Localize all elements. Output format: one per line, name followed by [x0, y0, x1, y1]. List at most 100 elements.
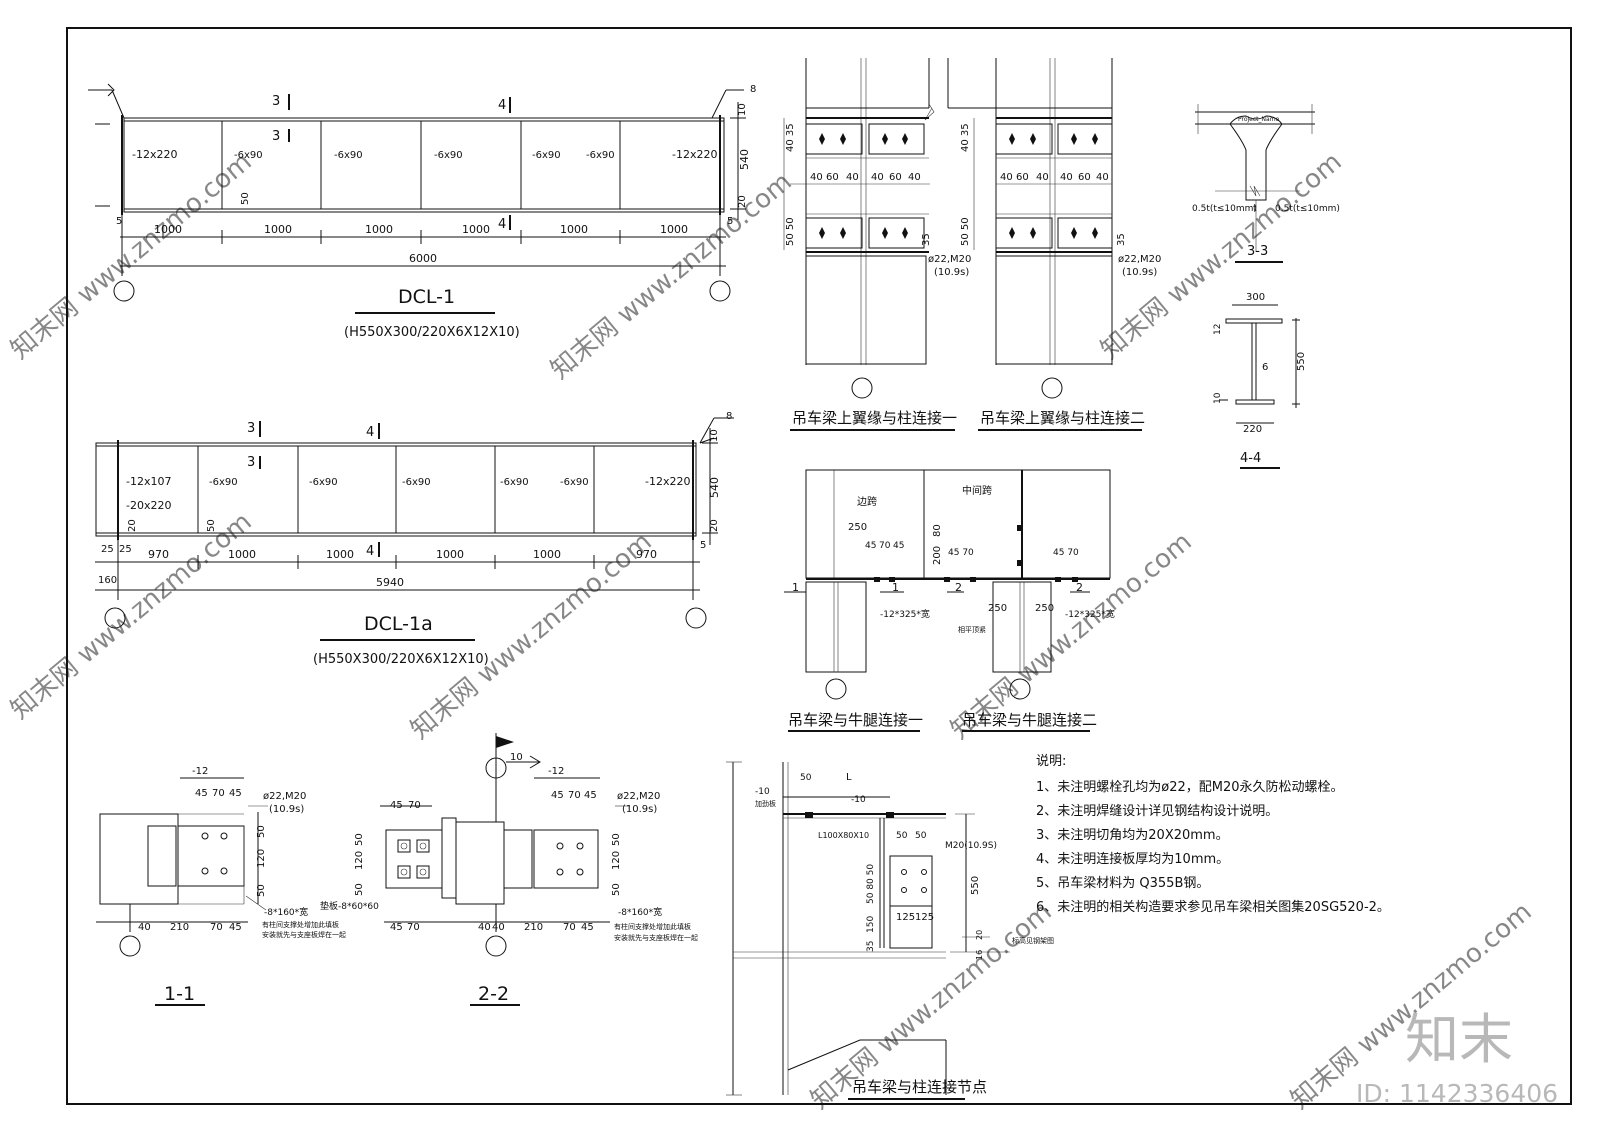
conn-top2-h3: 40 — [1036, 172, 1049, 183]
sec11-top-2: 70 — [212, 788, 225, 799]
dcl1a-height: 540 — [708, 477, 721, 498]
sec44-flange-top: 12 — [1213, 324, 1223, 335]
corbel-d45: 45 — [865, 541, 876, 551]
sec33-left: 0.5t(t≤10mm) — [1192, 204, 1257, 214]
sec22-grade: (10.9s) — [622, 804, 657, 815]
dcl1a-d25a: 25 — [101, 544, 114, 555]
dcl1-height: 540 — [738, 149, 751, 170]
sec11-bolt: ø22,M20 — [263, 791, 306, 802]
sec22-vr1: 50 — [611, 833, 622, 846]
conn-top2-v-top: 40 35 — [960, 123, 971, 152]
corbel-plate1: -12*325*宽 — [880, 608, 930, 620]
dcl1-sec4b: 4 — [498, 217, 506, 232]
dcl1-sec3b: 3 — [272, 129, 280, 144]
dcl1a-span-3: 1000 — [326, 548, 354, 561]
dcl1-subtitle: (H550X300/220X6X12X10) — [344, 325, 520, 340]
dcl1-span-1: 1000 — [154, 223, 182, 236]
dcl1a-d25b: 25 — [119, 544, 132, 555]
node-bolt: M20(10.9S) — [945, 841, 997, 851]
sec22-bolt: ø22,M20 — [617, 791, 660, 802]
node-d125b: 125 — [915, 912, 934, 923]
node-h550: 550 — [970, 876, 981, 895]
dcl1-stiffener-4: -6x90 — [532, 150, 561, 161]
conn-top1-d35: 35 — [921, 233, 932, 246]
sec22-vl1: 50 — [354, 833, 365, 846]
brand-id: ID: 1142336406 — [1356, 1079, 1558, 1108]
corbel-d70: 70 — [879, 541, 891, 551]
dcl1a-stiffener-5: -6x90 — [560, 477, 589, 488]
corbel-s1b: 1 — [892, 581, 899, 594]
sec22-title: 2-2 — [478, 983, 509, 1005]
conn-top1-h6: 40 — [908, 172, 921, 183]
sec22-b4: 40 — [492, 922, 505, 933]
dcl1-stiffener-3: -6x90 — [434, 150, 463, 161]
conn-top1-drawing — [783, 58, 955, 431]
dcl1-span-6: 1000 — [660, 223, 688, 236]
dcl1a-plate-left: -12x107 — [126, 475, 171, 488]
sec44-top: 300 — [1246, 292, 1265, 303]
sec22-bolts — [397, 839, 584, 879]
sec11-grade: (10.9s) — [269, 804, 304, 815]
dcl1-d50: 50 — [240, 192, 251, 205]
dcl1-title: DCL-1 — [398, 286, 455, 308]
dcl1a-elevation — [95, 417, 734, 641]
conn-top2-title: 吊车梁上翼缘与柱连接二 — [980, 409, 1145, 427]
sec33-right: 0.5t(t≤10mm) — [1275, 204, 1340, 214]
sec22-vr3: 50 — [611, 883, 622, 896]
notes-item-3: 3、未注明切角均为20X20mm。 — [1036, 828, 1229, 843]
sec11-plate: -12 — [192, 766, 208, 777]
watermark-layer: 知末网 www.znzmo.com 知末网 www.znzmo.com 知末网 … — [5, 147, 1537, 1116]
corbel-s1a: 1 — [792, 581, 799, 594]
dcl1-span-5: 1000 — [560, 223, 588, 236]
sec22-shim: 垫板-8*60*60 — [320, 900, 379, 912]
node-bolts — [901, 869, 927, 893]
dcl1-d5: 5 — [116, 216, 122, 227]
dcl1-stiffener-2: -6x90 — [334, 150, 363, 161]
sec22-vr2: 120 — [611, 851, 622, 870]
sec22-tr3: 45 — [584, 790, 597, 801]
notes-item-6: 6、未注明的相关构造要求参见吊车梁相关图集20SG520-2。 — [1036, 899, 1390, 915]
dcl1a-span-4: 1000 — [436, 548, 464, 561]
sec22-note1: 有柱间支撑处增加此填板 — [614, 922, 691, 931]
corbel-d250c: 250 — [1035, 603, 1054, 614]
sec22-tr1: 45 — [551, 790, 564, 801]
dcl1a-total: 5940 — [376, 576, 404, 589]
conn-top-bolts — [819, 133, 1098, 239]
sec11-note1: 有柱间支撑处增加此填板 — [262, 920, 339, 929]
corbel-title2: 吊车梁与牛腿连接二 — [962, 711, 1097, 729]
corbel-s2a: 2 — [955, 581, 962, 594]
conn-top2-h6: 40 — [1096, 172, 1109, 183]
dcl1a-d20b: 20 — [709, 519, 720, 532]
corbel-note: 相平顶紧 — [958, 625, 986, 634]
sec22-tr2: 70 — [568, 790, 581, 801]
conn-top2-h1: 40 — [1000, 172, 1013, 183]
sec33-tag: Project_Name — [1238, 116, 1280, 123]
conn-top1-h4: 40 — [871, 172, 884, 183]
dcl1a-subtitle: (H550X300/220X6X12X10) — [313, 652, 489, 667]
conn-top2-h4: 40 — [1060, 172, 1073, 183]
conn-top2-grade: (10.9s) — [1122, 267, 1157, 278]
dcl1-span-3: 1000 — [365, 223, 393, 236]
dcl1a-span-1: 970 — [148, 548, 169, 561]
sec22-b2: 70 — [407, 922, 420, 933]
corbel-title1: 吊车梁与牛腿连接一 — [788, 711, 923, 729]
node-d35: 35 — [866, 941, 876, 952]
dcl1a-stiffener-2: -6x90 — [309, 477, 338, 488]
conn-top1-v-top: 40 35 — [785, 123, 796, 152]
sec22-vl2: 120 — [354, 851, 365, 870]
dcl1a-sec3: 3 — [247, 421, 255, 436]
conn-top1-h2: 60 — [826, 172, 839, 183]
watermark-4: 知末网 www.znzmo.com — [5, 507, 257, 726]
sec22-drawing — [380, 733, 630, 1006]
sec11-v1: 50 — [256, 825, 267, 838]
corbel-d250: 250 — [848, 522, 867, 533]
conn-top1-h1: 40 — [810, 172, 823, 183]
sec22-note2: 安装就先与支座板焊在一起 — [614, 933, 698, 942]
sec22-pad: -8*160*宽 — [618, 906, 662, 918]
dcl1-d20: 20 — [737, 195, 748, 208]
dcl1a-sec4: 4 — [366, 425, 374, 440]
sec11-bolts — [201, 832, 228, 875]
dcl1a-d160: 160 — [98, 575, 117, 586]
notes-item-5: 5、吊车梁材料为 Q355B钢。 — [1036, 875, 1209, 891]
node-v1: 50 80 50 — [866, 864, 876, 904]
